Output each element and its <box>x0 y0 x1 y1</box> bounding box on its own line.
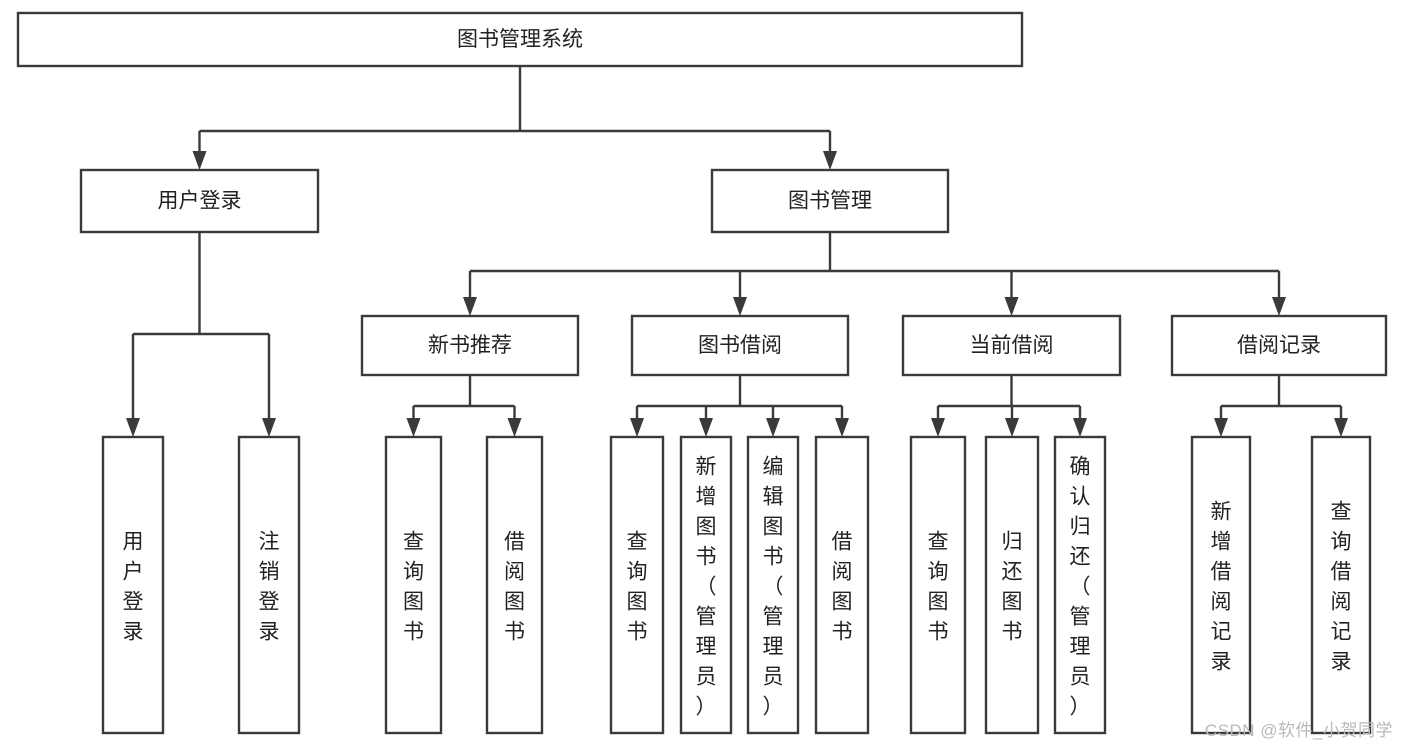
node-leaf-query-record[interactable]: 查询借阅记录 <box>1310 435 1372 735</box>
node-label-leaf-user-login: 用户登录 <box>123 530 144 643</box>
node-label-leaf-logout-login: 注销登录 <box>259 530 280 643</box>
node-box-root <box>16 11 1024 68</box>
node-box-leaf-query-book-2 <box>609 435 665 735</box>
node-label-leaf-query-book-3: 查询图书 <box>928 530 949 643</box>
node-leaf-add-record[interactable]: 新增借阅记录 <box>1190 435 1252 735</box>
node-root[interactable]: 图书管理系统 <box>16 11 1024 68</box>
node-label-book-borrow: 图书借阅 <box>698 334 782 357</box>
node-box-current-borrow <box>901 314 1122 377</box>
node-box-leaf-logout-login <box>237 435 301 735</box>
node-label-borrow-record: 借阅记录 <box>1237 334 1321 357</box>
node-box-new-book-recommend <box>360 314 580 377</box>
node-box-leaf-add-book <box>679 435 733 735</box>
node-leaf-borrow-book-2[interactable]: 借阅图书 <box>814 435 870 735</box>
node-label-leaf-query-book-1: 查询图书 <box>403 530 424 643</box>
node-box-leaf-user-login <box>101 435 165 735</box>
node-leaf-confirm-return[interactable]: 确认归还（管理员） <box>1053 435 1107 735</box>
node-label-leaf-confirm-return: 确认归还（管理员） <box>1070 455 1091 718</box>
node-box-leaf-query-book-1 <box>384 435 443 735</box>
node-box-leaf-return-book <box>984 435 1040 735</box>
node-label-current-borrow: 当前借阅 <box>970 334 1054 357</box>
node-box-borrow-record <box>1170 314 1388 377</box>
connector-layer <box>126 66 1348 437</box>
node-user-login[interactable]: 用户登录 <box>79 168 320 234</box>
node-label-leaf-add-record: 新增借阅记录 <box>1211 500 1232 673</box>
node-leaf-add-book[interactable]: 新增图书（管理员） <box>679 435 733 735</box>
node-label-leaf-add-book: 新增图书（管理员） <box>696 455 717 718</box>
node-leaf-borrow-book-1[interactable]: 借阅图书 <box>485 435 544 735</box>
node-label-leaf-query-book-2: 查询图书 <box>627 530 648 643</box>
node-leaf-return-book[interactable]: 归还图书 <box>984 435 1040 735</box>
node-box-leaf-borrow-book-1 <box>485 435 544 735</box>
node-box-user-login <box>79 168 320 234</box>
node-box-book-manage <box>710 168 950 234</box>
node-leaf-query-book-3[interactable]: 查询图书 <box>909 435 967 735</box>
node-label-new-book-recommend: 新书推荐 <box>428 334 512 357</box>
node-label-book-manage: 图书管理 <box>788 190 872 213</box>
node-label-leaf-query-record: 查询借阅记录 <box>1331 500 1352 673</box>
node-leaf-user-login[interactable]: 用户登录 <box>101 435 165 735</box>
node-box-leaf-borrow-book-2 <box>814 435 870 735</box>
node-layer: 图书管理系统用户登录图书管理新书推荐图书借阅当前借阅借阅记录用户登录注销登录查询… <box>16 11 1388 735</box>
node-box-leaf-query-record <box>1310 435 1372 735</box>
node-label-user-login: 用户登录 <box>158 190 242 213</box>
node-current-borrow[interactable]: 当前借阅 <box>901 314 1122 377</box>
node-box-leaf-confirm-return <box>1053 435 1107 735</box>
node-leaf-query-book-2[interactable]: 查询图书 <box>609 435 665 735</box>
node-leaf-edit-book[interactable]: 编辑图书（管理员） <box>746 435 800 735</box>
node-leaf-query-book-1[interactable]: 查询图书 <box>384 435 443 735</box>
node-label-leaf-borrow-book-2: 借阅图书 <box>832 530 853 643</box>
node-box-leaf-edit-book <box>746 435 800 735</box>
node-leaf-logout-login[interactable]: 注销登录 <box>237 435 301 735</box>
node-label-leaf-edit-book: 编辑图书（管理员） <box>763 455 784 718</box>
watermark-label: CSDN @软件_小贺同学 <box>1204 721 1393 740</box>
node-box-book-borrow <box>630 314 850 377</box>
node-new-book-recommend[interactable]: 新书推荐 <box>360 314 580 377</box>
node-borrow-record[interactable]: 借阅记录 <box>1170 314 1388 377</box>
node-label-leaf-borrow-book-1: 借阅图书 <box>504 530 525 643</box>
node-book-borrow[interactable]: 图书借阅 <box>630 314 850 377</box>
node-book-manage[interactable]: 图书管理 <box>710 168 950 234</box>
node-label-leaf-return-book: 归还图书 <box>1002 530 1023 643</box>
node-box-leaf-add-record <box>1190 435 1252 735</box>
node-label-root: 图书管理系统 <box>457 28 583 51</box>
node-box-leaf-query-book-3 <box>909 435 967 735</box>
